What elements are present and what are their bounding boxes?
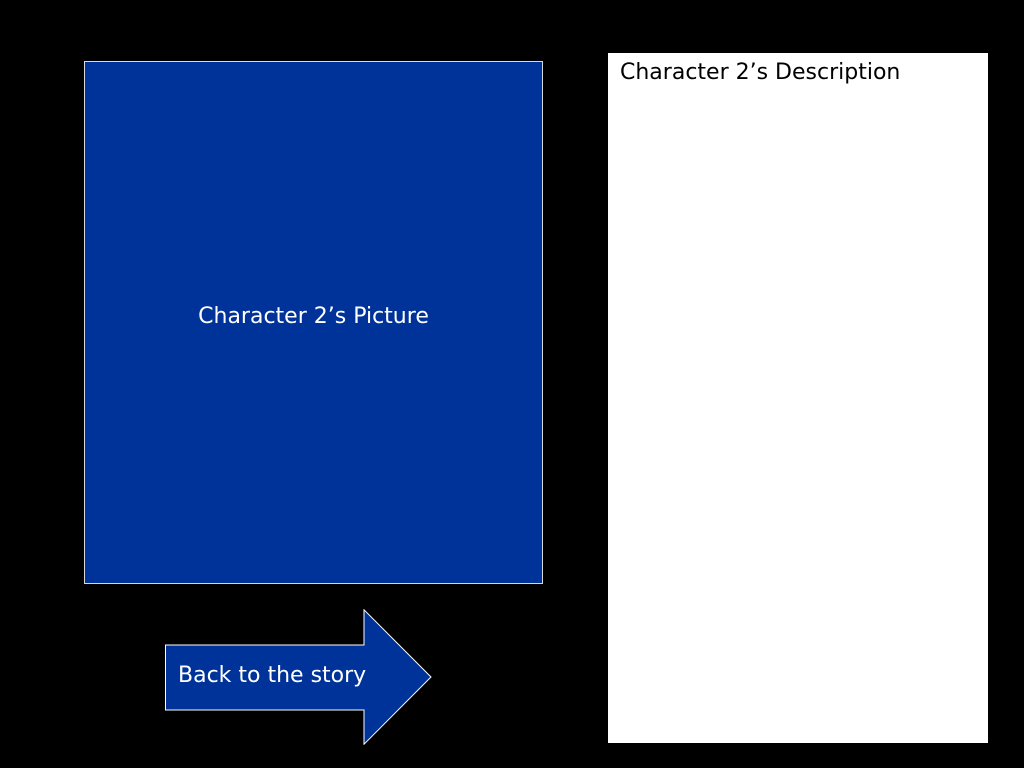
character-description-panel: Character 2’s Description [608,53,988,743]
character-picture-label: Character 2’s Picture [198,304,429,329]
character-picture-placeholder: Character 2’s Picture [84,61,543,584]
right-arrow-icon [165,609,432,745]
character-description-title: Character 2’s Description [620,60,901,85]
back-to-story-button[interactable]: Back to the story [165,609,433,745]
back-to-story-label: Back to the story [178,663,367,688]
